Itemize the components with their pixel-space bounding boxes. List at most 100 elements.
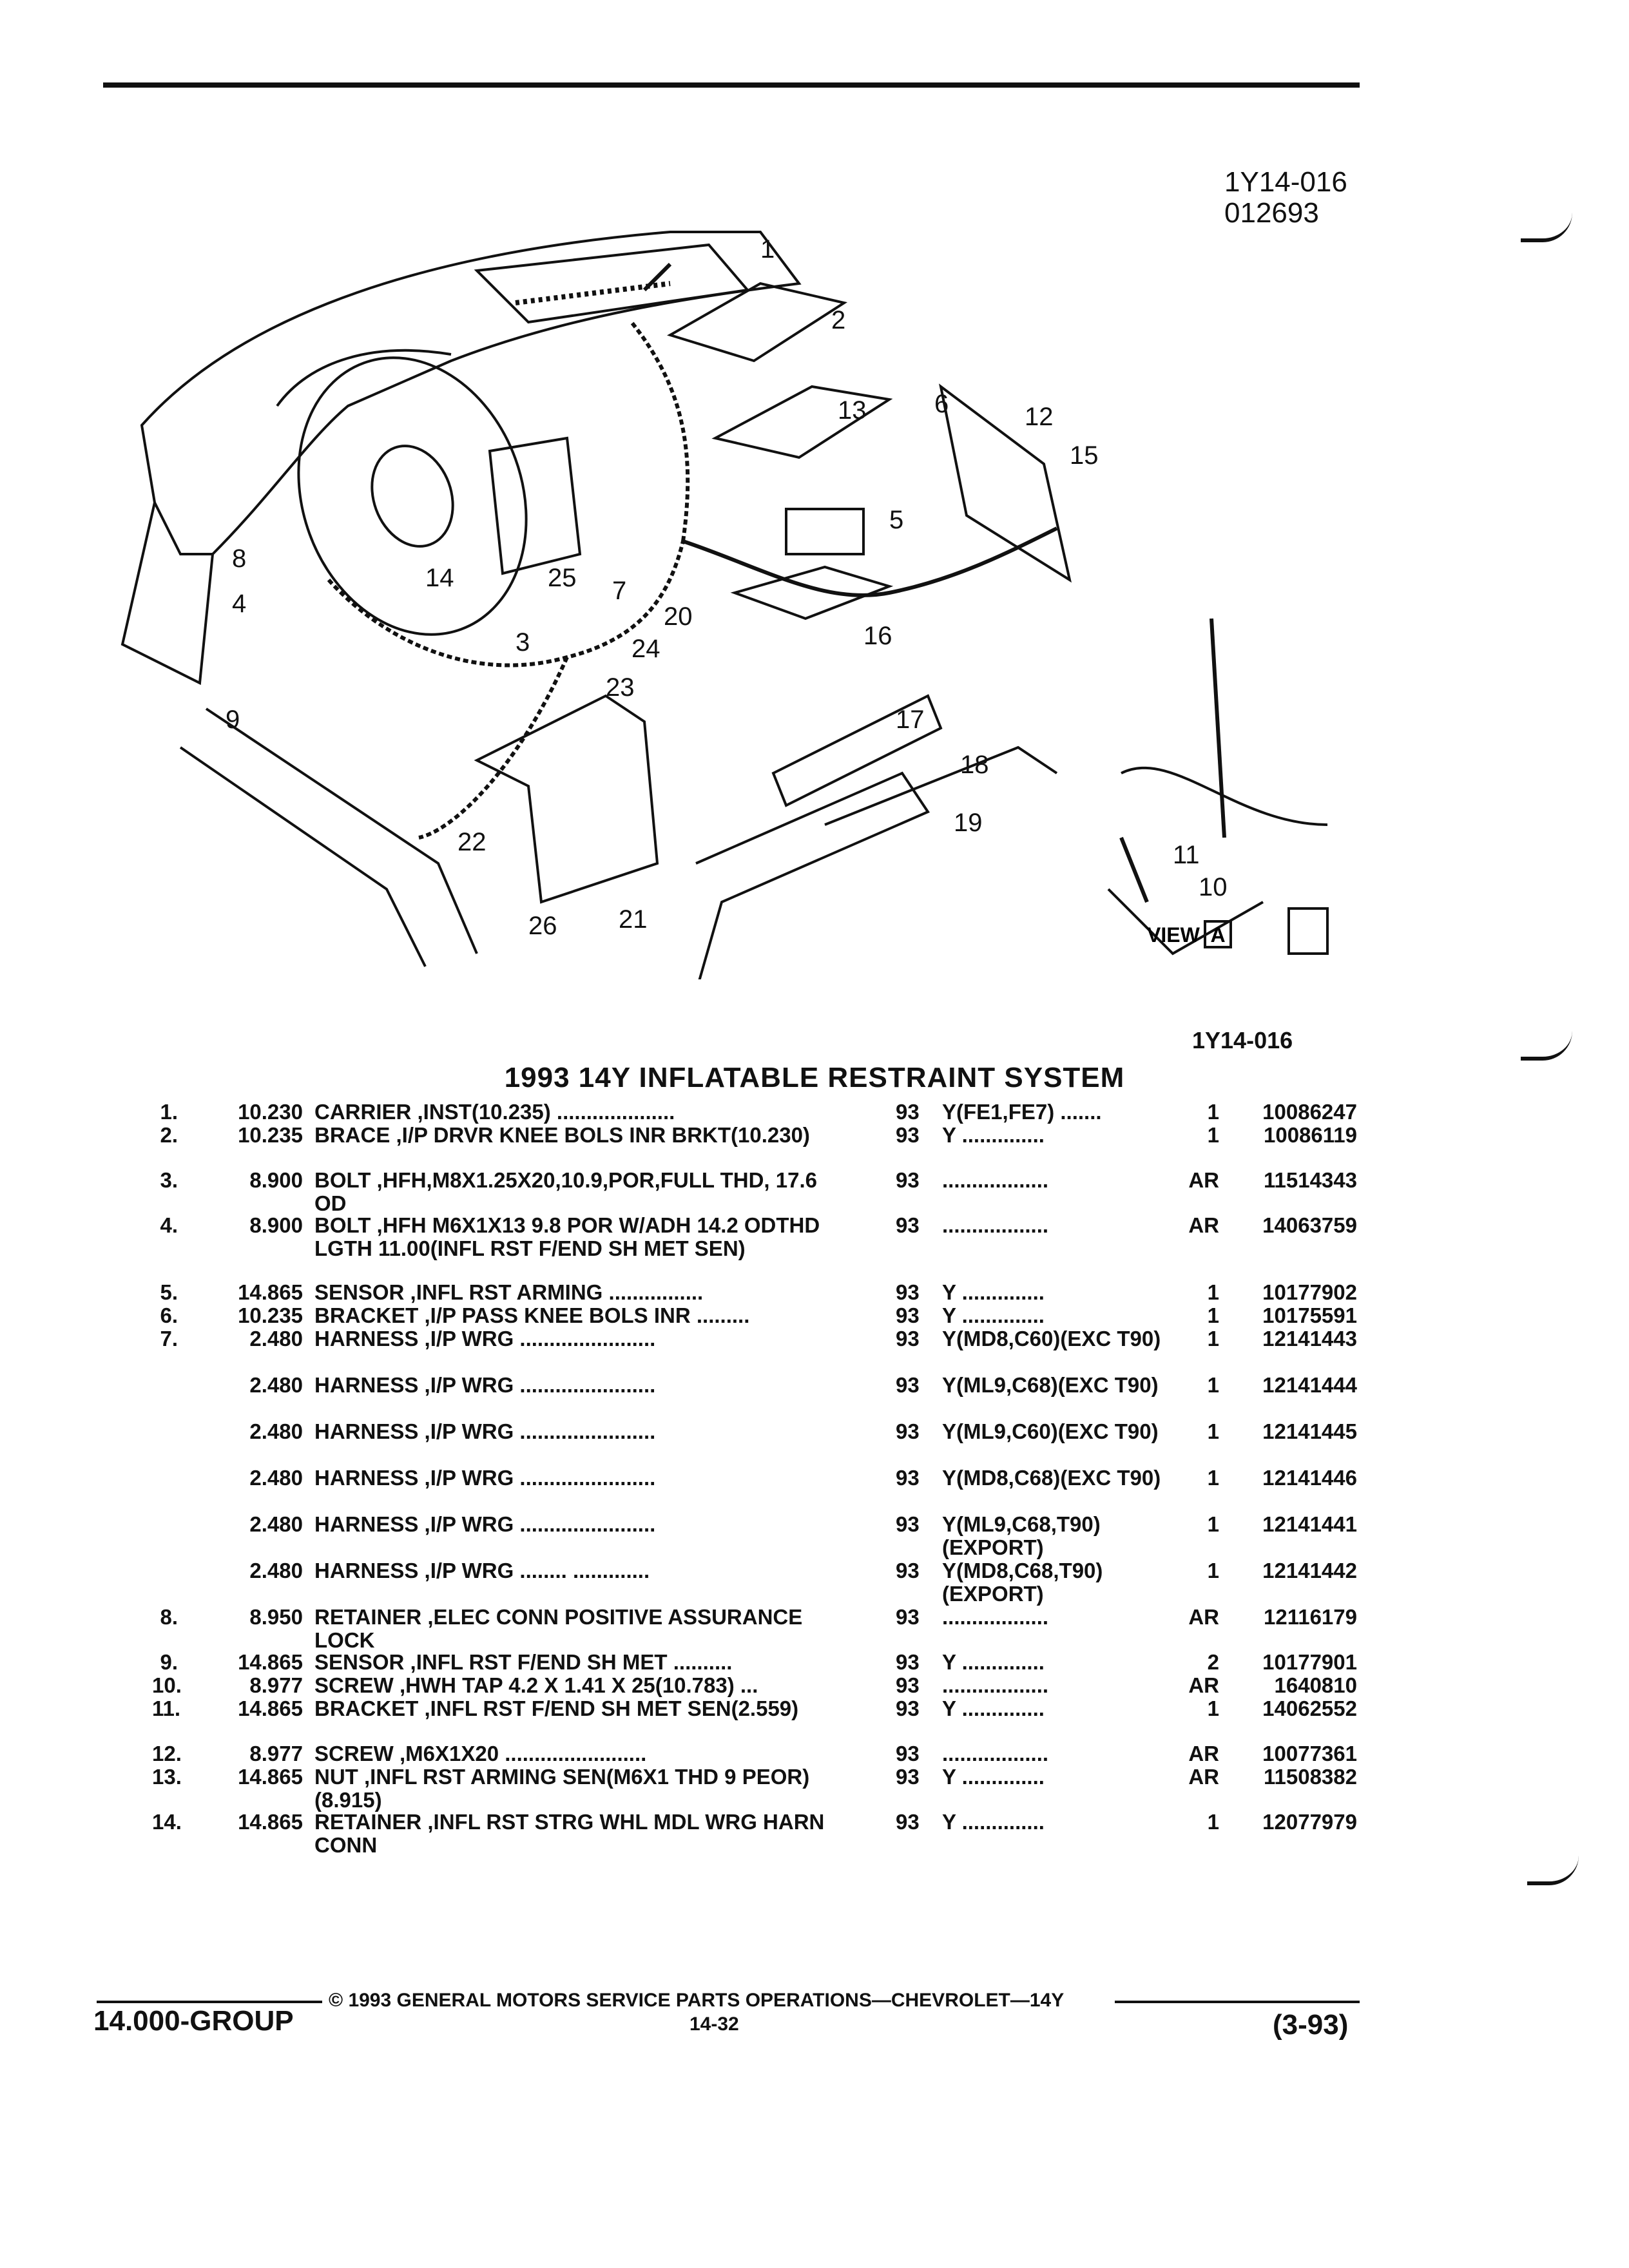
part-model: Y .............. [942, 1123, 1045, 1147]
part-no: 6. [160, 1303, 178, 1327]
part-no: 11. [152, 1696, 181, 1720]
part-grp: 14.865 [238, 1810, 303, 1834]
part-desc: HARNESS ,I/P WRG ....................... [314, 1466, 656, 1490]
part-part: 11508382 [1263, 1765, 1357, 1789]
part-yr: 93 [896, 1650, 920, 1674]
revision-date: (3-93) [1273, 2009, 1349, 2041]
part-yr: 93 [896, 1466, 920, 1490]
part-model: Y .............. [942, 1303, 1045, 1327]
callout-20: 20 [664, 602, 693, 631]
part-desc: SCREW ,HWH TAP 4.2 X 1.41 X 25(10.783) .… [314, 1673, 758, 1697]
part-qty: AR [1188, 1213, 1219, 1237]
airbag-module [488, 436, 582, 575]
part-desc: HARNESS ,I/P WRG ....................... [314, 1373, 656, 1397]
part-yr: 93 [896, 1100, 920, 1124]
callout-23: 23 [606, 673, 635, 702]
part-grp: 2.480 [249, 1327, 303, 1350]
part-part: 10175591 [1262, 1303, 1357, 1327]
part-qty: 1 [1207, 1696, 1219, 1720]
part-part: 12141444 [1262, 1373, 1357, 1397]
part-qty: 1 [1207, 1810, 1219, 1834]
steering-wheel [297, 356, 528, 636]
module-box [730, 565, 894, 620]
part-model: Y .............. [942, 1280, 1045, 1304]
part-qty: 1 [1207, 1419, 1219, 1443]
gm-spo-logo [1287, 907, 1329, 955]
part-desc: BRACE ,I/P DRVR KNEE BOLS INR BRKT(10.23… [314, 1123, 810, 1147]
part-part: 12116179 [1263, 1605, 1357, 1629]
part-desc: HARNESS ,I/P WRG ....................... [314, 1327, 656, 1350]
part-yr: 93 [896, 1559, 920, 1582]
binding-mark [1521, 213, 1572, 242]
part-model: Y(ML9,C60)(EXC T90) [942, 1419, 1159, 1443]
part-model: Y(MD8,C68,T90) (EXPORT) [942, 1559, 1103, 1606]
part-yr: 93 [896, 1673, 920, 1697]
header-code: 1Y14-016 [1224, 166, 1347, 198]
part-model: .................. [942, 1168, 1049, 1192]
part-no: 13. [152, 1765, 182, 1789]
callout-14: 14 [425, 564, 454, 592]
binding-mark [1527, 1856, 1579, 1885]
part-yr: 93 [896, 1742, 920, 1765]
part-part: 11514343 [1263, 1168, 1357, 1192]
view-label: VIEW [1147, 923, 1200, 947]
part-model: Y .............. [942, 1650, 1045, 1674]
part-yr: 93 [896, 1327, 920, 1350]
part-no: 4. [160, 1213, 178, 1237]
diagram-caption-code: 1Y14-016 [1192, 1027, 1293, 1053]
callout-10: 10 [1199, 873, 1228, 901]
part-grp: 2.480 [249, 1466, 303, 1490]
part-grp: 2.480 [249, 1559, 303, 1582]
part-model: .................. [942, 1673, 1049, 1697]
part-grp: 2.480 [249, 1419, 303, 1443]
callout-15: 15 [1070, 441, 1099, 470]
part-part: 10177901 [1262, 1650, 1357, 1674]
part-qty: 1 [1207, 1327, 1219, 1350]
part-grp: 10.235 [238, 1303, 303, 1327]
callout-19: 19 [954, 809, 983, 837]
part-qty: AR [1188, 1605, 1219, 1629]
part-qty: 1 [1207, 1466, 1219, 1490]
part-part: 10086247 [1262, 1100, 1357, 1124]
part-model: .................. [942, 1742, 1049, 1765]
part-part: 10086119 [1263, 1123, 1357, 1147]
part-model: .................. [942, 1605, 1049, 1629]
part-grp: 2.480 [249, 1373, 303, 1397]
part-model: .................. [942, 1213, 1049, 1237]
part-part: 12141443 [1262, 1327, 1357, 1350]
part-part: 10077361 [1262, 1742, 1357, 1765]
part-qty: 1 [1207, 1123, 1219, 1147]
part-no: 8. [160, 1605, 178, 1629]
callout-1: 1 [760, 235, 775, 264]
top-rule [103, 82, 1360, 88]
callout-9: 9 [226, 706, 240, 734]
part-grp: 14.865 [238, 1696, 303, 1720]
binding-mark [1521, 1031, 1572, 1061]
part-model: Y(ML9,C68,T90) (EXPORT) [942, 1512, 1101, 1559]
part-desc: BRACKET ,INFL RST F/END SH MET SEN(2.559… [314, 1696, 799, 1720]
part-desc: BOLT ,HFH,M8X1.25X20,10.9,POR,FULL THD, … [314, 1168, 817, 1215]
part-yr: 93 [896, 1303, 920, 1327]
callout-18: 18 [960, 751, 989, 779]
part-yr: 93 [896, 1123, 920, 1147]
part-desc: RETAINER ,INFL RST STRG WHL MDL WRG HARN… [314, 1810, 825, 1857]
lower-bracket [695, 771, 930, 979]
wiring-harness [327, 541, 685, 668]
callout-11: 11 [1173, 841, 1200, 869]
view-letter: A [1210, 923, 1225, 947]
arming-sensor [785, 508, 865, 555]
callout-22: 22 [458, 828, 487, 856]
part-grp: 10.230 [238, 1100, 303, 1124]
parts-table-row: 2.480 HARNESS ,I/P WRG ..................… [0, 1466, 1629, 1513]
part-qty: 1 [1207, 1303, 1219, 1327]
part-yr: 93 [896, 1280, 920, 1304]
part-part: 14063759 [1262, 1213, 1357, 1237]
part-yr: 93 [896, 1605, 920, 1629]
part-no: 5. [160, 1280, 178, 1304]
part-yr: 93 [896, 1373, 920, 1397]
part-no: 7. [160, 1327, 178, 1350]
